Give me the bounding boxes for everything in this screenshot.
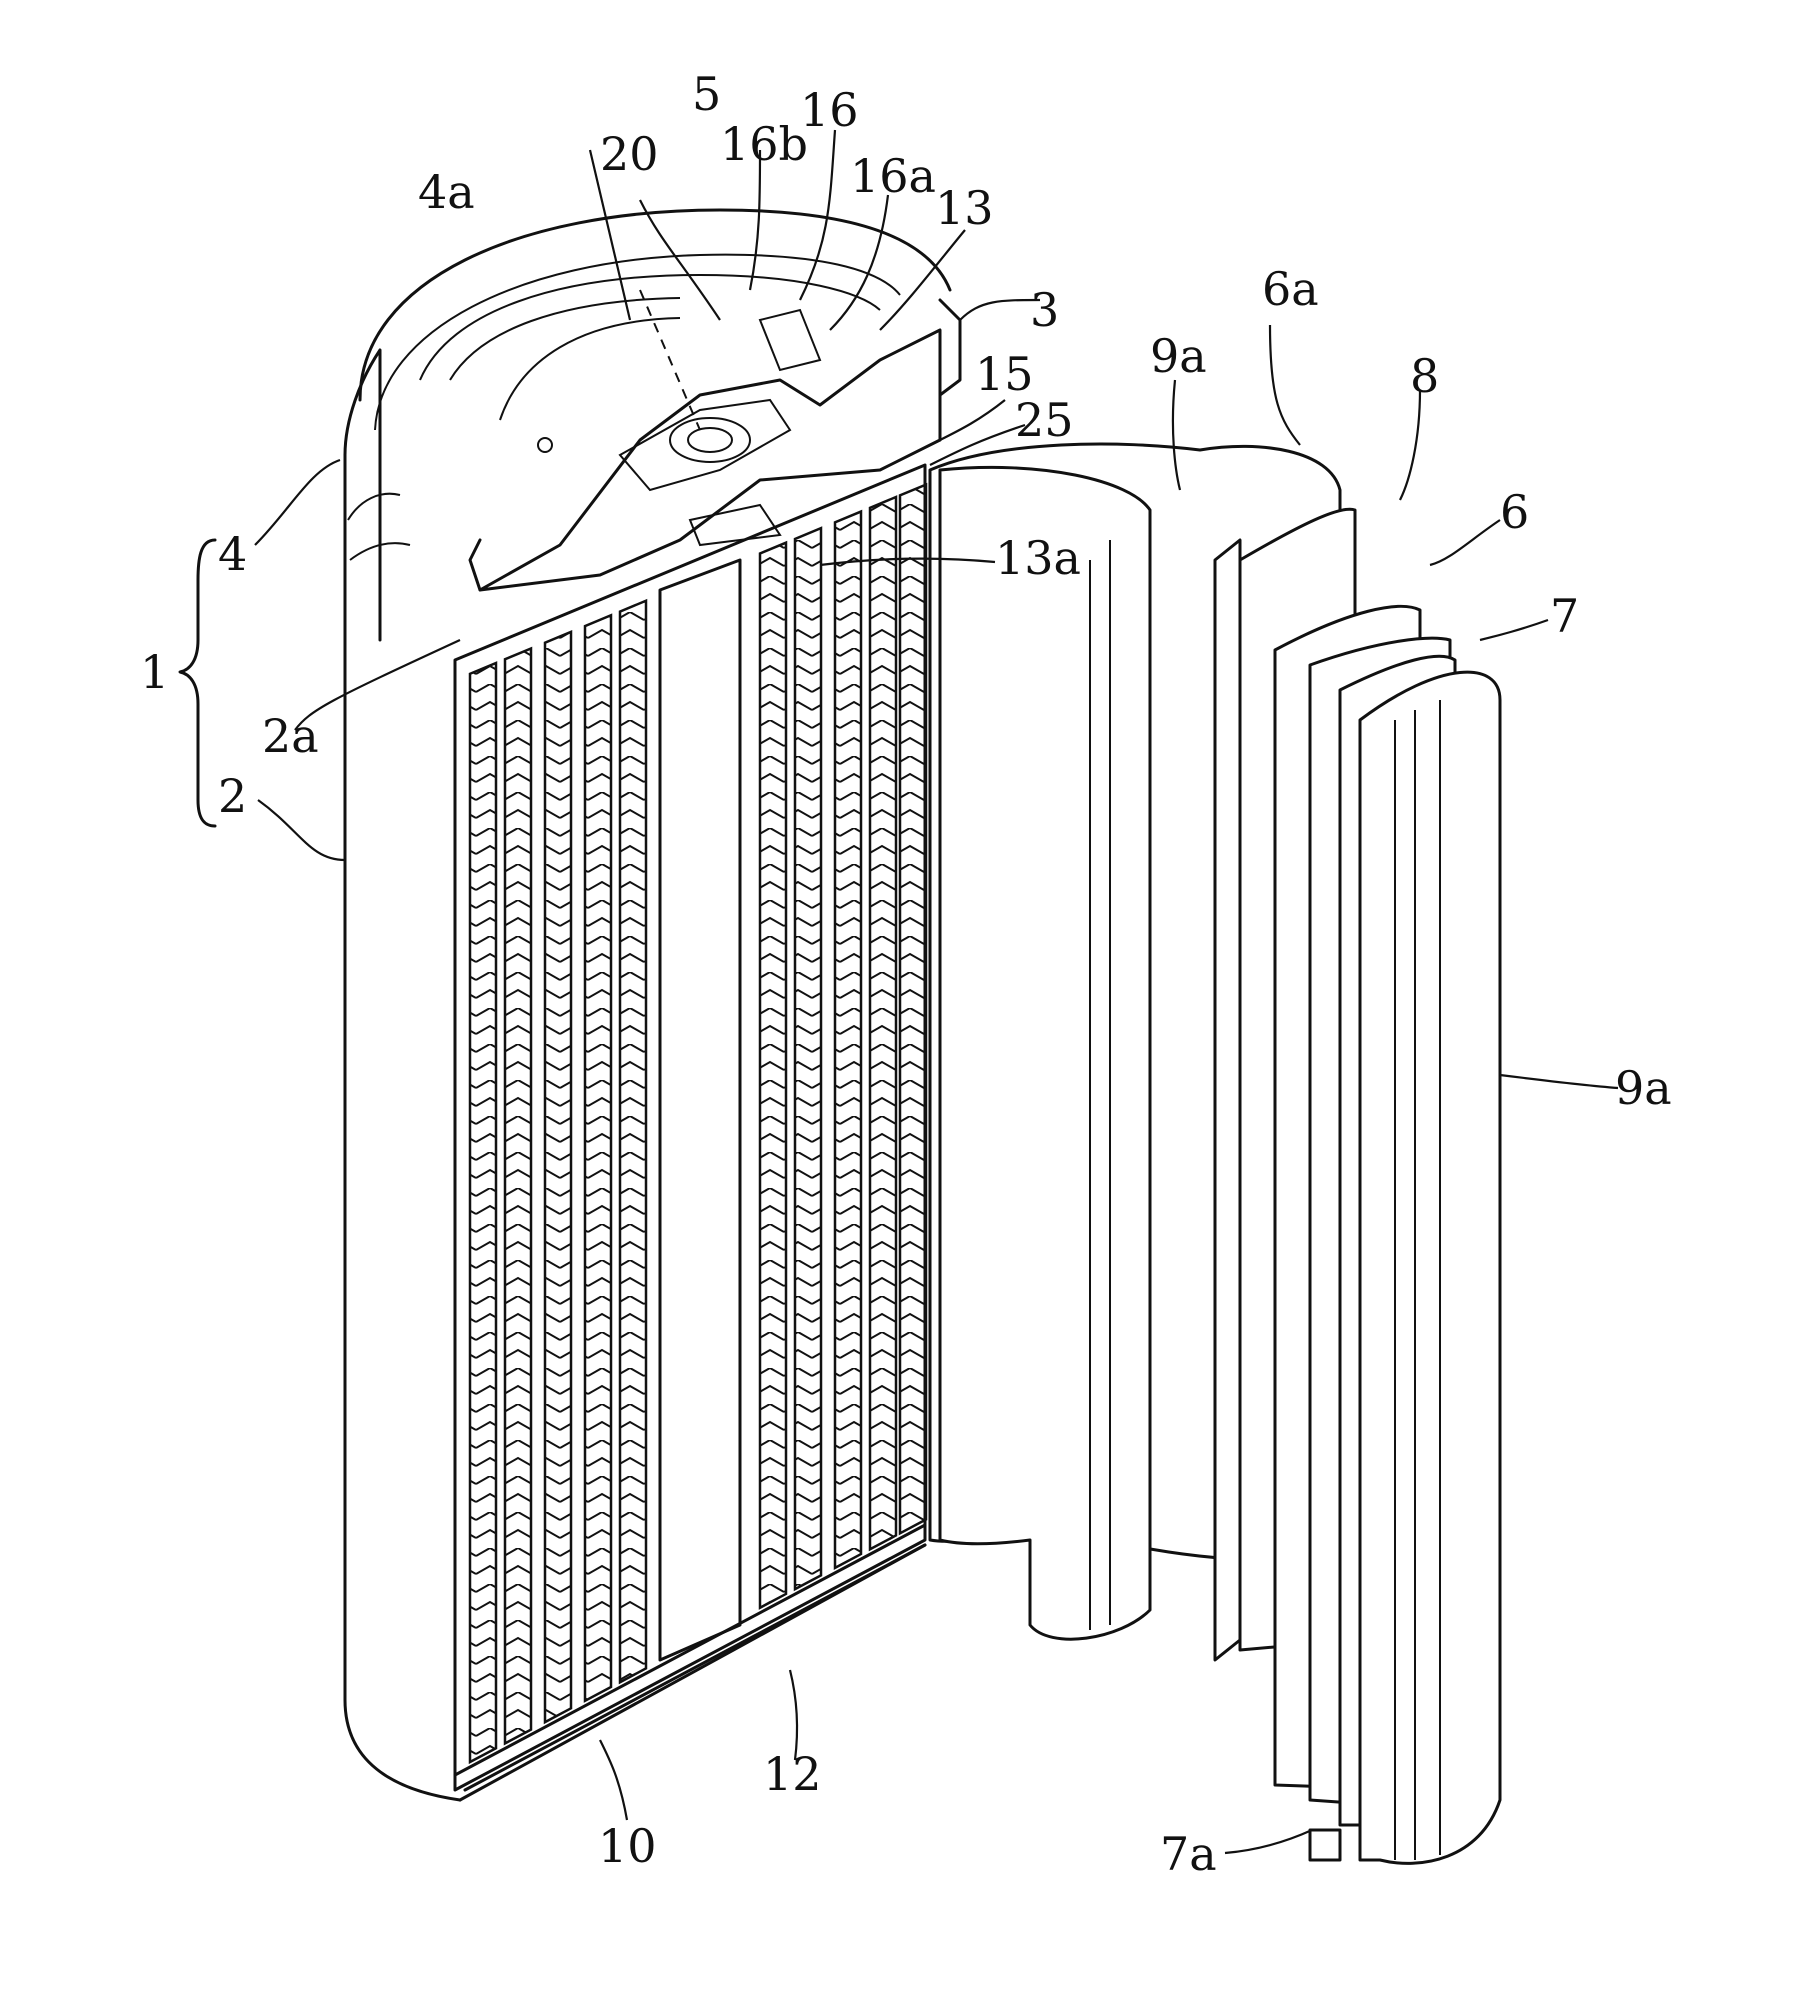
label-13: 13 bbox=[935, 181, 994, 235]
electrode-cross-section bbox=[455, 465, 926, 1790]
hatched-electrode-strip bbox=[760, 543, 786, 1608]
hatched-electrode-strip bbox=[870, 497, 896, 1549]
hatched-electrode-strip bbox=[835, 512, 861, 1568]
brace-1 bbox=[180, 540, 215, 826]
label-12: 12 bbox=[763, 1747, 822, 1801]
hatched-electrode-strip bbox=[620, 601, 646, 1682]
label-1: 1 bbox=[140, 645, 169, 699]
label-8: 8 bbox=[1410, 349, 1439, 403]
label-13a: 13a bbox=[995, 531, 1081, 585]
label-10: 10 bbox=[598, 1819, 657, 1873]
label-9a-right: 9a bbox=[1615, 1061, 1672, 1115]
label-2a: 2a bbox=[262, 709, 319, 763]
label-6a: 6a bbox=[1262, 262, 1319, 316]
label-20: 20 bbox=[600, 127, 659, 181]
hatched-electrode-strip bbox=[545, 632, 571, 1722]
label-7a: 7a bbox=[1160, 1827, 1217, 1881]
label-16a: 16a bbox=[850, 149, 936, 203]
hatched-electrode-strip bbox=[900, 485, 926, 1534]
hatched-electrode-strip bbox=[585, 615, 611, 1701]
label-16b: 16b bbox=[720, 117, 808, 171]
label-4a: 4a bbox=[418, 165, 475, 219]
label-25: 25 bbox=[1015, 393, 1074, 447]
label-16: 16 bbox=[800, 83, 859, 137]
label-6: 6 bbox=[1500, 485, 1529, 539]
hatched-electrode-strip bbox=[505, 648, 531, 1743]
label-3: 3 bbox=[1030, 283, 1059, 337]
unrolled-electrode-sheets bbox=[930, 444, 1500, 1863]
label-4: 4 bbox=[218, 527, 247, 581]
label-7: 7 bbox=[1550, 589, 1579, 643]
label-2: 2 bbox=[218, 769, 247, 823]
hatched-electrode-strip bbox=[470, 663, 496, 1762]
label-9a-top: 9a bbox=[1150, 329, 1207, 383]
label-5: 5 bbox=[692, 67, 721, 121]
hatched-electrode-strip bbox=[795, 528, 821, 1589]
